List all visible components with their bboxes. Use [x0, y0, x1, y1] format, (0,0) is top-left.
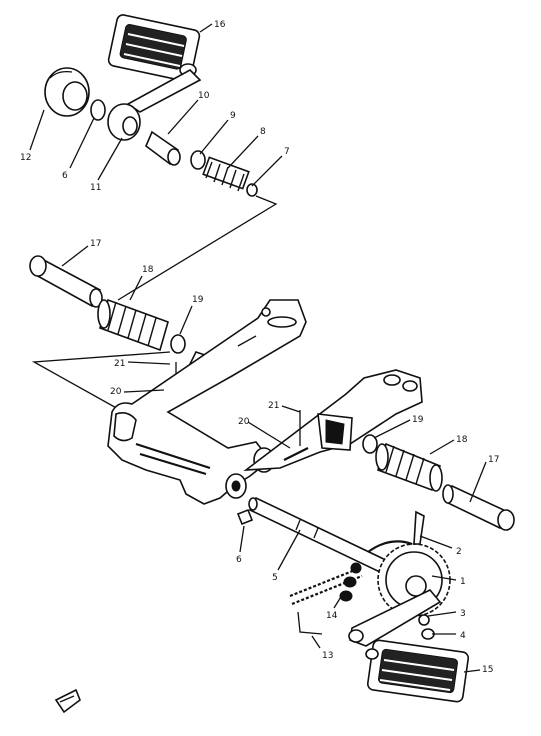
right-footrest-rubber — [375, 442, 443, 492]
callout-12: 12 — [20, 153, 31, 163]
callout-16-top: 16 — [214, 20, 226, 30]
lower-pedal — [365, 639, 470, 703]
callout-6-top: 6 — [62, 171, 68, 181]
callout-2: 2 — [456, 547, 462, 557]
callout-17-left: 17 — [90, 239, 101, 249]
callout-5: 5 — [272, 573, 278, 583]
right-bracket — [243, 369, 423, 471]
chain-14 — [289, 562, 363, 606]
callout-7: 7 — [284, 147, 290, 157]
chain-bracket — [297, 611, 323, 635]
spring-upper — [202, 156, 250, 192]
callout-13: 13 — [322, 651, 333, 661]
callout-4: 4 — [460, 631, 466, 641]
corner-mark — [54, 688, 81, 714]
callout-19-right: 19 — [412, 415, 424, 425]
guide-line-upper — [117, 195, 278, 301]
callout-11: 11 — [90, 183, 101, 193]
callout-1: 1 — [460, 577, 466, 587]
upper-pedal — [107, 14, 201, 82]
clip-7 — [246, 183, 258, 197]
callout-9: 9 — [230, 111, 236, 121]
upper-crank-arm — [126, 69, 202, 113]
callout-18-right: 18 — [456, 435, 468, 445]
right-footrest-tube — [442, 484, 515, 531]
callout-20-left: 20 — [110, 387, 122, 397]
crank-boss — [107, 103, 141, 141]
callout-17-right: 17 — [488, 455, 499, 465]
callout-3: 3 — [460, 609, 466, 619]
cap-part — [44, 67, 90, 117]
callout-21-left: 21 — [114, 359, 125, 369]
callout-18-left: 18 — [142, 265, 154, 275]
pin-6-lower — [236, 508, 254, 526]
callout-8: 8 — [260, 127, 266, 137]
right-washer-19 — [362, 434, 378, 454]
bushing — [145, 130, 181, 166]
shaft — [248, 496, 392, 576]
left-footrest-rubber — [97, 298, 169, 352]
left-footrest-tube — [29, 255, 103, 308]
lower-crank-arm — [348, 589, 442, 647]
leader-lines — [29, 23, 487, 673]
callout-labels: 16 10 9 8 7 12 6 11 17 18 19 21 20 21 20… — [20, 20, 499, 675]
right-pin-20-21 — [283, 410, 309, 461]
washer-9 — [190, 150, 206, 170]
washer-upper — [90, 99, 106, 121]
guide-line-left — [31, 351, 171, 411]
callout-6-lower: 6 — [236, 555, 242, 565]
left-washer-19 — [170, 334, 186, 354]
callout-10: 10 — [198, 91, 210, 101]
callout-15: 15 — [482, 665, 493, 675]
callout-19-left: 19 — [192, 295, 204, 305]
callout-21-right: 21 — [268, 401, 279, 411]
callout-20-right: 20 — [238, 417, 250, 427]
nut-3 — [418, 614, 430, 626]
callout-14: 14 — [326, 611, 338, 621]
